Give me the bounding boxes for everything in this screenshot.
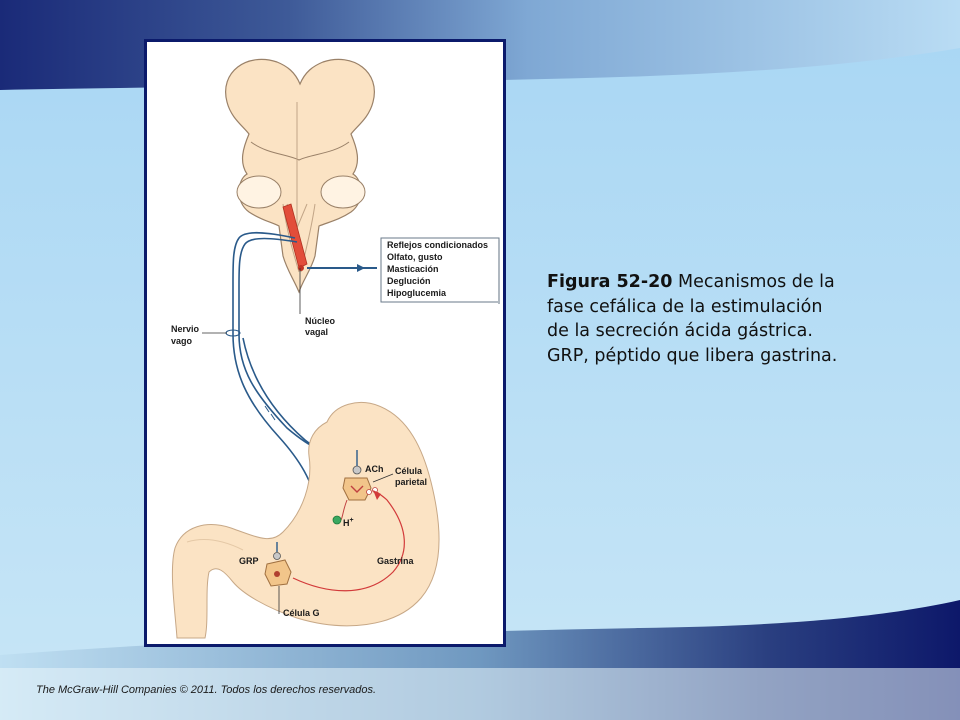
celula-g-label: Célula G xyxy=(283,608,320,618)
gastrin-arrowhead xyxy=(373,490,381,500)
ach-receptor xyxy=(352,465,362,475)
stimulus-swallowing: Deglución xyxy=(387,276,431,286)
gastrin-receptor xyxy=(366,489,372,495)
h-plus-ion xyxy=(332,515,342,525)
gastrin-pathway xyxy=(292,491,405,592)
parietal-cell xyxy=(342,465,378,501)
grp-receptor xyxy=(273,552,281,560)
stomach-illustration xyxy=(171,402,440,639)
figure-number: Figura 52-20 xyxy=(547,272,673,292)
celula-parietal-label-1: Célula xyxy=(395,466,423,476)
h-plus-arrow xyxy=(340,499,348,521)
stimuli-arrow xyxy=(357,264,365,272)
stimulus-chewing: Masticación xyxy=(387,264,439,274)
caption-text: Mecanismos de la fase cefálica de la est… xyxy=(547,272,838,366)
g-cell xyxy=(264,552,292,587)
copyright-footer: The McGraw-Hill Companies © 2011. Todos … xyxy=(36,684,377,696)
gastrina-label: Gastrina xyxy=(377,556,415,566)
stomach-fold xyxy=(186,539,244,551)
stimulus-hypoglycemia: Hipoglucemia xyxy=(387,288,447,298)
vagal-nucleus-dot xyxy=(298,265,304,271)
figure-caption: Figura 52-20 Mecanismos de la fase cefál… xyxy=(547,270,847,368)
h-plus-label: H+ xyxy=(343,517,354,528)
cephalic-phase-diagram: Reflejos condicionados Olfato, gusto Mas… xyxy=(171,58,500,639)
stimuli-box: Reflejos condicionados Olfato, gusto Mas… xyxy=(380,237,500,304)
nucleo-vagal-label-2: vagal xyxy=(305,327,328,337)
nucleo-vagal-label-1: Núcleo xyxy=(305,316,336,326)
ach-label: ACh xyxy=(365,464,384,474)
vagal-nucleus xyxy=(282,203,308,269)
celula-parietal-label-2: parietal xyxy=(395,477,427,487)
figure-frame: Reflejos condicionados Olfato, gusto Mas… xyxy=(144,39,506,647)
nervio-vago-label-1: Nervio xyxy=(171,324,200,334)
g-cell-nucleus xyxy=(274,571,280,577)
stimulus-conditioned-reflexes: Reflejos condicionados xyxy=(387,240,488,250)
grp-label: GRP xyxy=(239,556,259,566)
brainstem-illustration xyxy=(225,58,375,294)
nervio-vago-label-2: vago xyxy=(171,336,193,346)
celula-parietal-leader xyxy=(372,473,394,483)
stimulus-smell-taste: Olfato, gusto xyxy=(387,252,443,262)
nerve-direction-marks xyxy=(264,405,276,421)
